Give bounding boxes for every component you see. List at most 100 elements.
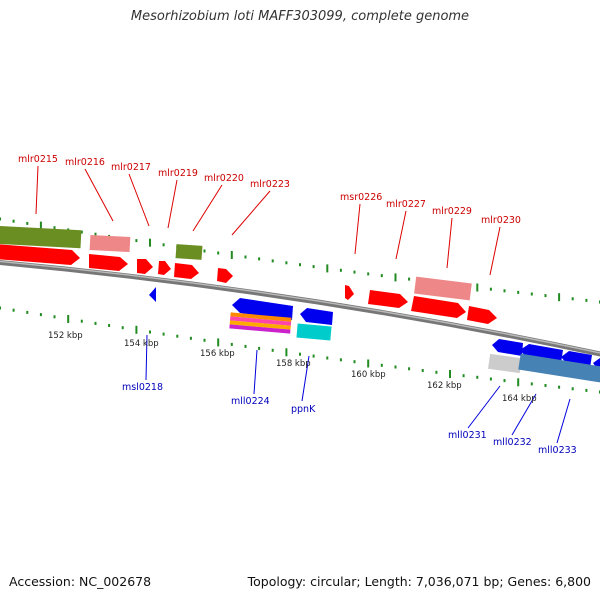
- label-ppnK[interactable]: ppnK: [291, 404, 316, 415]
- forward-gene-arrow[interactable]: [345, 285, 354, 300]
- minor-tick: [394, 365, 397, 369]
- major-tick: [394, 273, 397, 282]
- major-tick: [135, 325, 138, 334]
- forward-gene-arrow[interactable]: [368, 290, 408, 308]
- reverse-gene-arrow[interactable]: [300, 308, 333, 325]
- forward-gene-arrow[interactable]: [89, 254, 128, 271]
- minor-tick: [121, 326, 124, 330]
- label-msl0218[interactable]: msl0218: [122, 382, 163, 393]
- reverse-gene-arrow[interactable]: [149, 287, 156, 302]
- label-mlr0216[interactable]: mlr0216: [65, 157, 105, 168]
- label-mlr0230[interactable]: mlr0230: [481, 215, 521, 226]
- label-mlr0229[interactable]: mlr0229: [432, 206, 472, 217]
- minor-tick: [244, 255, 247, 259]
- minor-tick: [530, 382, 533, 386]
- label-mll0232[interactable]: mll0232: [493, 437, 532, 448]
- reverse-feature-gray[interactable]: [488, 353, 522, 374]
- label-mlr0217[interactable]: mlr0217: [111, 162, 151, 173]
- major-tick: [39, 221, 42, 230]
- minor-tick: [571, 297, 574, 301]
- minor-tick: [558, 385, 561, 389]
- leader-line: [489, 226, 501, 276]
- minor-tick: [585, 388, 588, 392]
- minor-tick: [271, 348, 274, 352]
- minor-tick: [26, 310, 29, 314]
- minor-tick: [380, 274, 383, 278]
- minor-tick: [258, 346, 261, 350]
- reverse-feature-steel[interactable]: [518, 353, 600, 384]
- minor-tick: [326, 356, 329, 360]
- leader-line: [395, 210, 407, 260]
- minor-tick: [94, 232, 97, 236]
- tick-track-lower: [0, 306, 600, 394]
- minor-tick: [353, 360, 356, 364]
- label-mll0224[interactable]: mll0224: [231, 396, 270, 407]
- forward-gene-arrow[interactable]: [174, 263, 199, 279]
- leader-line: [511, 393, 537, 436]
- minor-tick: [571, 387, 574, 391]
- forward-gene-arrow[interactable]: [158, 261, 171, 275]
- minor-tick: [271, 259, 274, 263]
- label-msr0226[interactable]: msr0226: [340, 192, 382, 203]
- minor-tick: [544, 294, 547, 298]
- minor-tick: [135, 239, 138, 243]
- minor-tick: [162, 332, 165, 336]
- label-mlr0227[interactable]: mlr0227: [386, 199, 426, 210]
- minor-tick: [162, 243, 165, 247]
- forward-gene-arrow[interactable]: [0, 244, 80, 265]
- minor-tick: [435, 370, 438, 374]
- forward-gene-arrow[interactable]: [217, 268, 233, 283]
- leader-line: [253, 349, 258, 395]
- minor-tick: [530, 292, 533, 296]
- minor-tick: [476, 375, 479, 379]
- label-mlr0215[interactable]: mlr0215: [18, 154, 58, 165]
- minor-tick: [462, 374, 465, 378]
- major-tick: [449, 370, 451, 378]
- minor-tick: [408, 277, 411, 281]
- leader-line: [84, 168, 114, 222]
- reverse-feature-multicolor[interactable]: [229, 312, 292, 334]
- minor-tick: [0, 306, 1, 310]
- minor-tick: [149, 330, 151, 334]
- minor-tick: [203, 338, 206, 342]
- forward-gene-arrow[interactable]: [137, 259, 153, 274]
- forward-feature-olive[interactable]: [0, 225, 82, 249]
- major-tick: [149, 238, 151, 247]
- leader-line: [467, 385, 501, 429]
- minor-tick: [285, 261, 288, 265]
- label-mlr0223[interactable]: mlr0223: [250, 179, 290, 190]
- forward-gene-arrow[interactable]: [467, 306, 497, 324]
- major-tick: [230, 251, 233, 259]
- leader-line: [446, 217, 453, 269]
- label-mlr0220[interactable]: mlr0220: [204, 173, 244, 184]
- forward-feature-rna[interactable]: [414, 276, 472, 301]
- minor-tick: [517, 290, 520, 294]
- reverse-gene-arrow[interactable]: [520, 344, 563, 363]
- minor-tick: [380, 363, 383, 367]
- accession-text: Accession: NC_002678: [9, 574, 152, 589]
- minor-tick: [258, 257, 261, 261]
- label-mll0231[interactable]: mll0231: [448, 430, 487, 441]
- major-tick: [367, 359, 370, 368]
- reverse-gene-arrow[interactable]: [232, 298, 293, 320]
- reverse-gene-arrow[interactable]: [492, 339, 523, 356]
- label-mll0233[interactable]: mll0233: [538, 445, 577, 456]
- reverse-feature-cyan[interactable]: [296, 323, 332, 341]
- position-label: 164 kbp: [502, 394, 537, 404]
- minor-tick: [39, 313, 42, 317]
- major-tick: [217, 338, 220, 347]
- label-mlr0219[interactable]: mlr0219: [158, 168, 198, 179]
- forward-gene-arrow[interactable]: [411, 296, 466, 318]
- minor-tick: [408, 367, 411, 371]
- minor-tick: [53, 315, 56, 319]
- forward-feature-rna[interactable]: [89, 234, 131, 253]
- position-label: 162 kbp: [427, 381, 462, 391]
- minor-tick: [585, 298, 588, 302]
- genome-backbone-highlight: [0, 260, 600, 354]
- forward-feature-olive[interactable]: [175, 244, 203, 260]
- minor-tick: [489, 287, 492, 291]
- major-tick: [326, 264, 329, 273]
- minor-tick: [0, 217, 1, 221]
- minor-tick: [94, 321, 97, 325]
